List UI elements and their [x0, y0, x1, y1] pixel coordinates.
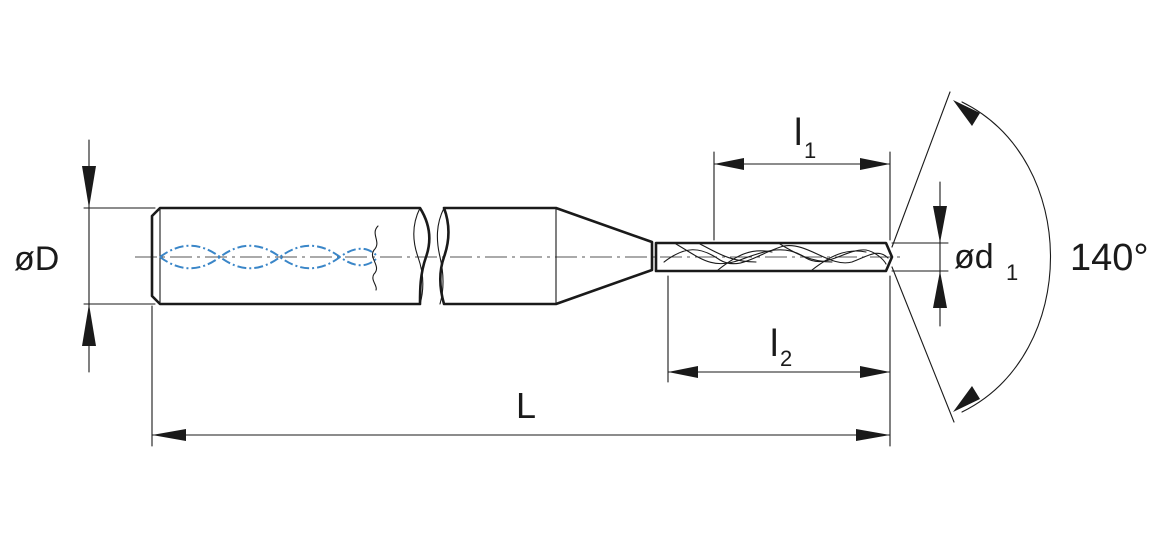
shank — [150, 206, 431, 306]
dim-body-length — [667, 275, 891, 447]
label-tip-diameter-sub: 1 — [1006, 260, 1018, 285]
label-flute-length: l — [794, 112, 802, 154]
dim-tip-diameter — [891, 181, 949, 327]
label-flute-length-sub: 1 — [804, 138, 816, 163]
dim-shank-diameter — [82, 139, 156, 373]
label-total-length: L — [516, 385, 536, 426]
dim-flute-length — [713, 151, 891, 241]
label-point-angle: 140° — [1070, 237, 1149, 279]
label-tip-diameter: ød — [954, 238, 994, 276]
label-body-length: l — [770, 323, 778, 365]
label-shank-diameter: øD — [14, 240, 59, 278]
coolant-channels — [159, 225, 379, 291]
point-angle-lines — [891, 91, 1052, 423]
body-segment — [436, 206, 654, 306]
label-body-length-sub: 2 — [780, 346, 792, 371]
fluted-section — [654, 241, 894, 273]
dim-total-length — [151, 305, 891, 447]
